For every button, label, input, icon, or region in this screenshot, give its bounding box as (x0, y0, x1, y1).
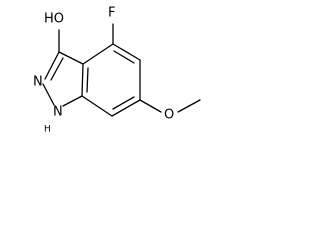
bond-c3-n2-double (50, 57, 64, 81)
bond-c4-c5-double (113, 50, 135, 64)
bond-c6-o (139, 99, 162, 113)
bond-c3a-c7a (81, 63, 84, 97)
methoxy-oxygen-label: O (164, 108, 174, 123)
nitrogen-1-hydrogen-label: H (44, 125, 51, 135)
bond-o-ch3 (177, 99, 201, 113)
bond-n1-c7a (62, 95, 83, 107)
bond-c6-c7 (111, 99, 141, 117)
bond-c6-c7-double (112, 96, 135, 110)
bond-c3-n2 (44, 51, 60, 80)
bond-c7-c7a (81, 95, 113, 117)
bond-c3a-c4 (82, 43, 114, 65)
nitrogen-1-label: N (53, 105, 63, 120)
bond-c3-c3a (58, 51, 84, 65)
bond-c3a-c7a-double (86, 67, 89, 93)
hydroxyl-label: HO (44, 12, 64, 27)
structure-canvas: HO F N N H O (0, 0, 210, 139)
bond-n2-n1 (42, 83, 55, 106)
fluorine-label: F (108, 6, 115, 21)
bond-c4-c5 (112, 43, 141, 61)
nitrogen-2-label: N (33, 75, 43, 90)
chemical-structure: HO F N N H O (33, 6, 201, 135)
